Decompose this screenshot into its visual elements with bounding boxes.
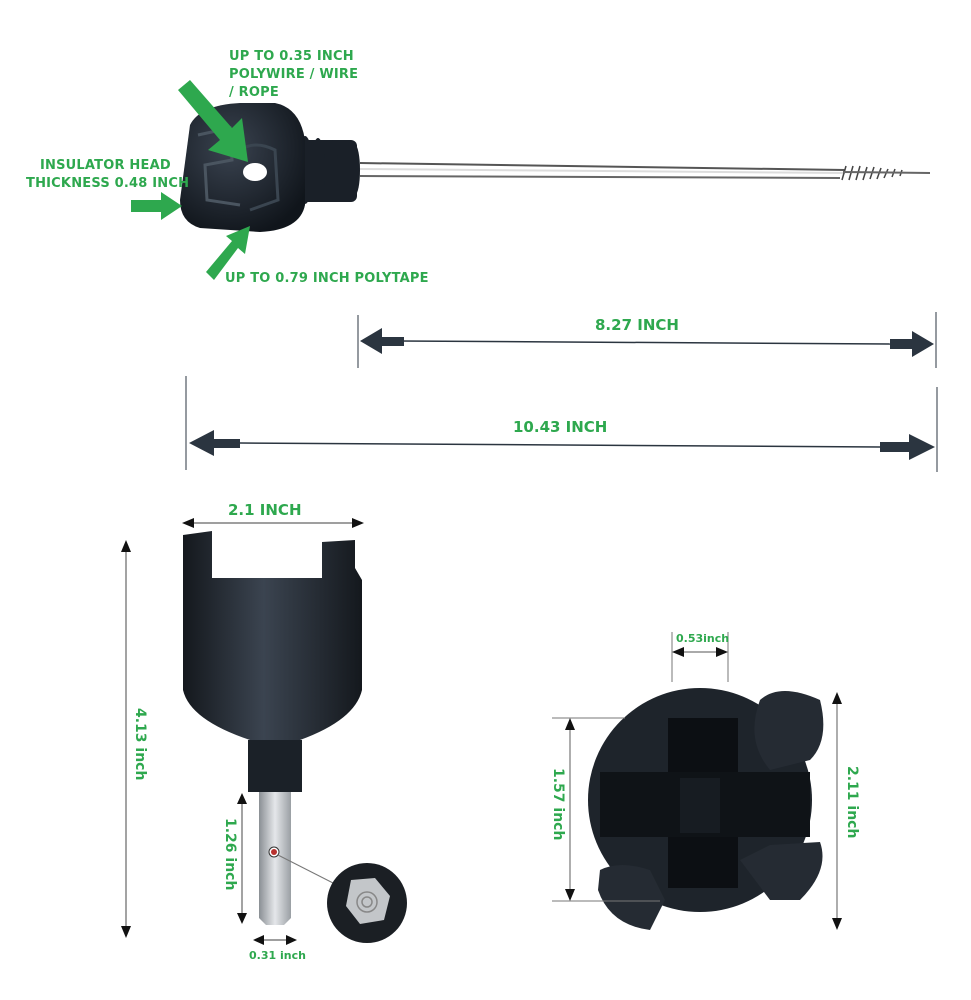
callout-head-line2: THICKNESS 0.48 INCH bbox=[26, 176, 190, 191]
dimension-lines-top bbox=[552, 632, 842, 930]
driver-side-image bbox=[183, 531, 407, 943]
dimension-total-length: 10.43 INCH bbox=[513, 418, 608, 436]
dimension-outer-height: 2.11 inch bbox=[844, 766, 860, 839]
dimension-lines-length bbox=[185, 312, 938, 472]
insulator-image bbox=[180, 103, 931, 232]
dimension-inner-height: 1.57 inch bbox=[550, 768, 566, 841]
callout-head-line1: INSULATOR HEAD bbox=[40, 158, 171, 173]
callout-wire-line2: POLYWIRE / WIRE bbox=[229, 67, 359, 82]
dimension-rod-length: 8.27 INCH bbox=[595, 316, 679, 334]
dimension-shaft-length: 1.26 inch bbox=[222, 818, 238, 891]
callout-wire-line3: / ROPE bbox=[229, 85, 279, 100]
dimension-lines-driver bbox=[121, 518, 364, 945]
dimension-shaft-width: 0.31 inch bbox=[249, 949, 306, 962]
dimension-slot-width: 0.53inch bbox=[676, 632, 730, 645]
driver-top-image bbox=[588, 688, 824, 930]
callout-arrows bbox=[131, 80, 250, 280]
dimension-driver-width: 2.1 INCH bbox=[228, 501, 302, 519]
callout-wire-line1: UP TO 0.35 INCH bbox=[229, 49, 354, 64]
callout-polytape: UP TO 0.79 INCH POLYTAPE bbox=[225, 271, 429, 286]
dimension-driver-height: 4.13 inch bbox=[132, 708, 148, 781]
